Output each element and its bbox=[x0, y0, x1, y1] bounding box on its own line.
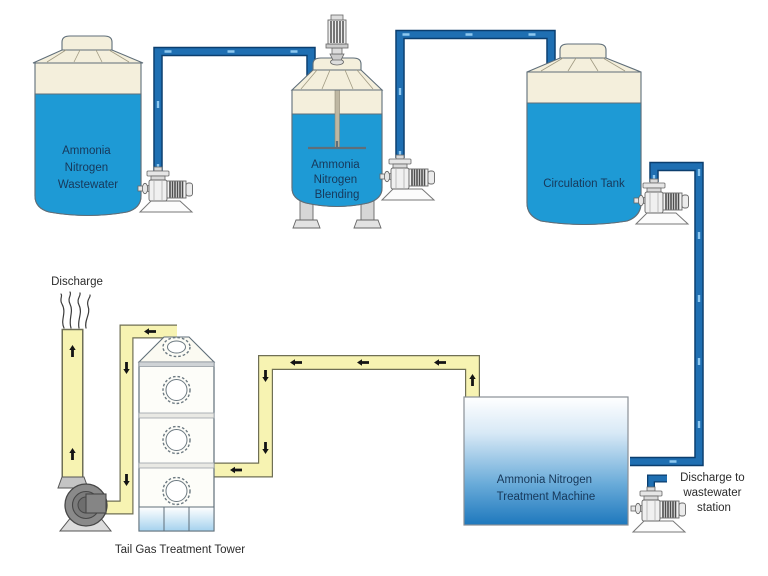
label-line: Blending bbox=[315, 189, 360, 201]
label-line: Ammonia bbox=[311, 159, 360, 171]
label-line: Wastewater bbox=[58, 179, 118, 191]
label-line: Ammonia bbox=[62, 145, 111, 157]
label-line: Nitrogen bbox=[65, 162, 108, 174]
label-line: Tail Gas Treatment Tower bbox=[115, 544, 245, 556]
wastewater-tank-roof bbox=[32, 49, 144, 64]
blending-tank-label: Ammonia Nitrogen Blending bbox=[311, 159, 363, 201]
discharge-label: Discharge bbox=[51, 276, 103, 288]
discharge-pump bbox=[630, 486, 687, 533]
pipe-circulation-to-machine bbox=[630, 161, 704, 467]
tower-viewport bbox=[162, 476, 191, 506]
pipe-blending-to-circulation bbox=[395, 29, 556, 158]
circulation-tank-cap bbox=[559, 43, 607, 59]
tower-water-basin bbox=[138, 506, 215, 532]
wastewater-tank-label: Ammonia Nitrogen Wastewater bbox=[58, 145, 118, 191]
tail-gas-tower bbox=[137, 336, 216, 532]
circulation-tank-roof bbox=[526, 57, 642, 73]
wastewater-station-label: Discharge to wastewater station bbox=[680, 472, 748, 514]
label-line: Circulation Tank bbox=[543, 178, 625, 190]
tower-section-divider bbox=[138, 412, 215, 419]
label-line: Treatment Machine bbox=[497, 491, 596, 503]
circulation-tank: Circulation Tank bbox=[526, 43, 642, 226]
blending-tank-roof bbox=[290, 69, 384, 91]
treatment-machine-body bbox=[463, 396, 629, 526]
label-line: station bbox=[697, 502, 731, 514]
treatment-machine: Ammonia Nitrogen Treatment Machine bbox=[463, 396, 629, 526]
fan-blower bbox=[57, 476, 113, 532]
wastewater-tank-liquid bbox=[34, 93, 142, 217]
circulation-tank-label: Circulation Tank bbox=[543, 178, 625, 190]
pipe-wastewater-to-blending bbox=[153, 46, 316, 171]
label-line: Discharge to bbox=[680, 472, 745, 484]
mixer-motor bbox=[325, 14, 349, 66]
tower-label: Tail Gas Treatment Tower bbox=[115, 544, 245, 556]
tower-viewport bbox=[162, 425, 191, 455]
gas-duct-machine-to-tower bbox=[214, 355, 480, 478]
mixer-impeller bbox=[308, 141, 366, 150]
label-line: Nitrogen bbox=[314, 174, 357, 186]
fan-inlet-box bbox=[85, 493, 107, 514]
label-line: Discharge bbox=[51, 276, 103, 288]
wastewater-tank-cap bbox=[61, 35, 113, 51]
blending-tank-liquid bbox=[291, 113, 383, 208]
circulation-pump bbox=[633, 178, 690, 225]
wastewater-feed-pump bbox=[137, 166, 194, 213]
tower-viewport bbox=[162, 375, 191, 405]
blending-tank: Ammonia Nitrogen Blending bbox=[290, 14, 384, 229]
smoke-lines bbox=[60, 291, 91, 329]
wastewater-tank: Ammonia Nitrogen Wastewater bbox=[32, 35, 144, 217]
tower-section-divider bbox=[138, 462, 215, 469]
label-line: Ammonia Nitrogen bbox=[497, 474, 592, 486]
treatment-machine-label: Ammonia Nitrogen Treatment Machine bbox=[497, 474, 596, 503]
circulation-tank-liquid bbox=[526, 102, 642, 226]
discharge-stack bbox=[60, 291, 91, 478]
blending-transfer-pump bbox=[379, 154, 436, 201]
label-line: wastewater bbox=[682, 487, 741, 499]
